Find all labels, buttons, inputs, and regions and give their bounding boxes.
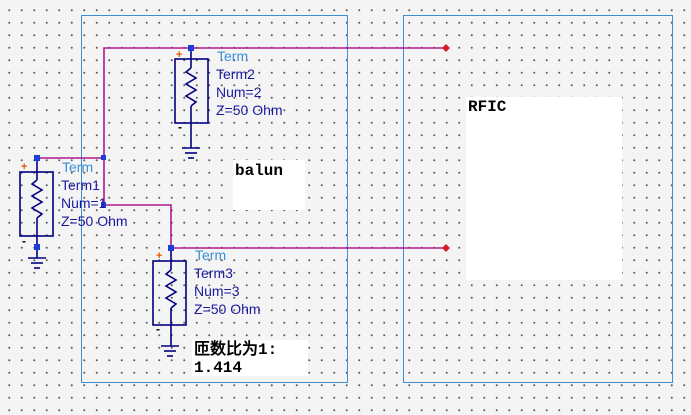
term1-top-pin xyxy=(34,155,40,161)
ratio-note-line1: 匝数比为1: xyxy=(194,341,278,359)
term2-num-label: Num=2 xyxy=(216,84,262,100)
term1-impedance-label: Z=50 Ohm xyxy=(61,213,128,229)
term3-symbol xyxy=(152,248,187,357)
term2-symbol xyxy=(174,48,209,159)
term3-plus-sign: + xyxy=(156,250,162,262)
term1-num-label: Num=1 xyxy=(61,195,107,211)
term3-name-label: Term3 xyxy=(194,265,233,281)
wire-term2-to-rfic xyxy=(103,47,446,158)
wire-term1-to-term3 xyxy=(104,204,446,249)
rfic-label: RFIC xyxy=(468,98,507,116)
term2-minus-sign: - xyxy=(178,120,182,134)
term3-type-label: Term xyxy=(195,247,227,263)
term3-num-label: Num=3 xyxy=(194,283,240,299)
term2-top-pin xyxy=(188,45,194,51)
term1-symbol xyxy=(19,158,54,269)
ratio-note-line2: 1.414 xyxy=(194,359,243,377)
balun-box[interactable] xyxy=(81,15,348,383)
balun-label: balun xyxy=(235,162,284,180)
term3-impedance-label: Z=50 Ohm xyxy=(194,301,261,317)
term1-bottom-pin xyxy=(34,244,40,250)
term1-plus-sign: + xyxy=(21,161,27,173)
junction-dot xyxy=(101,202,106,207)
term3-minus-sign: - xyxy=(156,322,160,336)
junction-dot xyxy=(101,155,106,160)
term1-type-label: Term xyxy=(62,159,94,175)
rfic-note[interactable] xyxy=(466,97,622,280)
balun-note[interactable] xyxy=(233,160,305,210)
term1-name-label: Term1 xyxy=(61,177,100,193)
junctions xyxy=(101,155,106,207)
term3-top-pin xyxy=(168,245,174,251)
rfic-port-markers xyxy=(442,44,450,252)
rfic-box[interactable] xyxy=(403,15,673,383)
ratio-note[interactable] xyxy=(192,340,308,376)
rfic-port-2-marker xyxy=(442,244,450,252)
term2-name-label: Term2 xyxy=(216,66,255,82)
rfic-port-1-marker xyxy=(442,44,450,52)
term2-impedance-label: Z=50 Ohm xyxy=(216,102,283,118)
term2-type-label: Term xyxy=(217,48,249,64)
term1-minus-sign: - xyxy=(22,234,26,248)
term2-plus-sign: + xyxy=(176,49,182,61)
